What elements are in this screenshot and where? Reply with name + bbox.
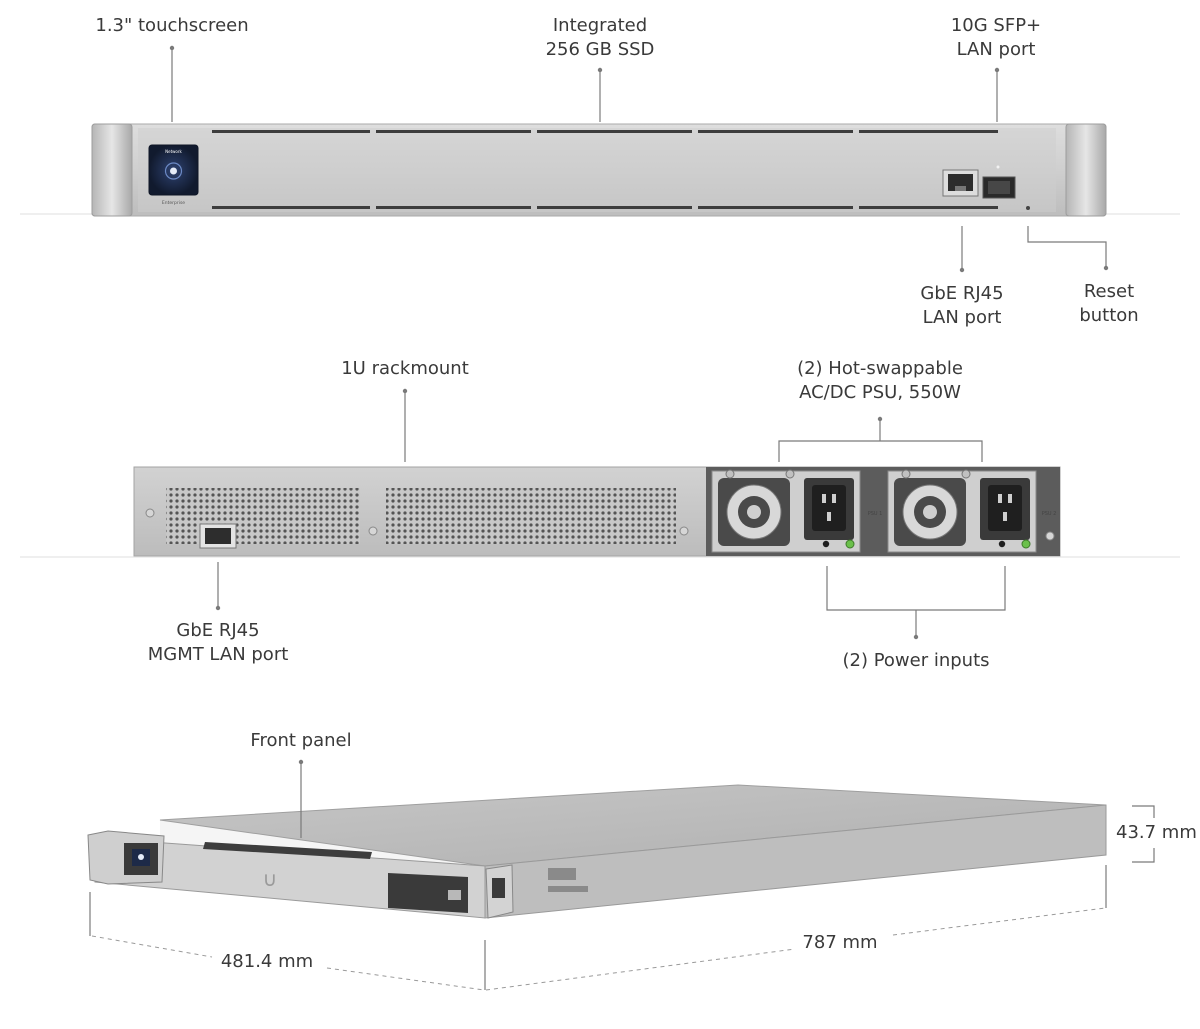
psu-2-label: PSU 2 bbox=[1042, 511, 1057, 517]
touchscreen-display: Network Enterprise bbox=[148, 144, 199, 206]
psu-2 bbox=[887, 469, 1037, 553]
front-panel-label: Front panel bbox=[250, 730, 352, 751]
sfp-port bbox=[982, 165, 1016, 199]
rackmount-label: 1U rackmount bbox=[341, 358, 469, 379]
psu-1 bbox=[711, 469, 861, 553]
touchscreen-label: 1.3" touchscreen bbox=[95, 15, 249, 36]
rear-vent-right bbox=[386, 488, 676, 544]
reset-pinhole bbox=[1026, 206, 1030, 210]
right-rack-ear bbox=[1065, 123, 1107, 217]
rear-view-device: PSU 1 PSU 2 bbox=[20, 466, 1180, 558]
regulatory-marks bbox=[548, 868, 588, 892]
angled-vent-slot bbox=[203, 842, 372, 859]
mgmt-rj45-port bbox=[199, 523, 237, 549]
angled-leaders bbox=[89, 759, 1155, 991]
screen-caption: Enterprise bbox=[162, 200, 185, 206]
screen-title: Network bbox=[165, 149, 182, 154]
psu-label: (2) Hot-swappable AC/DC PSU, 550W bbox=[797, 358, 963, 403]
width-dimension-label: 481.4 mm bbox=[220, 951, 314, 972]
power-inputs-label: (2) Power inputs bbox=[842, 650, 990, 671]
psu-1-label: PSU 1 bbox=[868, 511, 883, 517]
reset-button-label: Reset button bbox=[1079, 281, 1139, 326]
mgmt-port-label: GbE RJ45 MGMT LAN port bbox=[147, 620, 289, 665]
front-view-device: Network Enterprise bbox=[20, 123, 1180, 217]
ssd-label: Integrated 256 GB SSD bbox=[545, 15, 655, 60]
logo-icon: ∪ bbox=[263, 867, 278, 891]
angled-view-device: ∪ bbox=[87, 784, 1107, 919]
front-leaders bbox=[169, 45, 1109, 273]
sfp-port-label: 10G SFP+ LAN port bbox=[950, 15, 1042, 60]
left-rack-ear bbox=[91, 123, 133, 217]
rear-vent-left bbox=[166, 488, 360, 544]
front-vent-slots bbox=[212, 130, 998, 209]
depth-dimension-label: 787 mm bbox=[802, 932, 878, 953]
rear-leaders bbox=[215, 388, 1006, 640]
rj45-lan-label: GbE RJ45 LAN port bbox=[920, 283, 1004, 328]
height-dimension-label: 43.7 mm bbox=[1116, 822, 1197, 843]
angled-port-recess bbox=[388, 873, 468, 913]
rj45-port bbox=[942, 169, 979, 197]
